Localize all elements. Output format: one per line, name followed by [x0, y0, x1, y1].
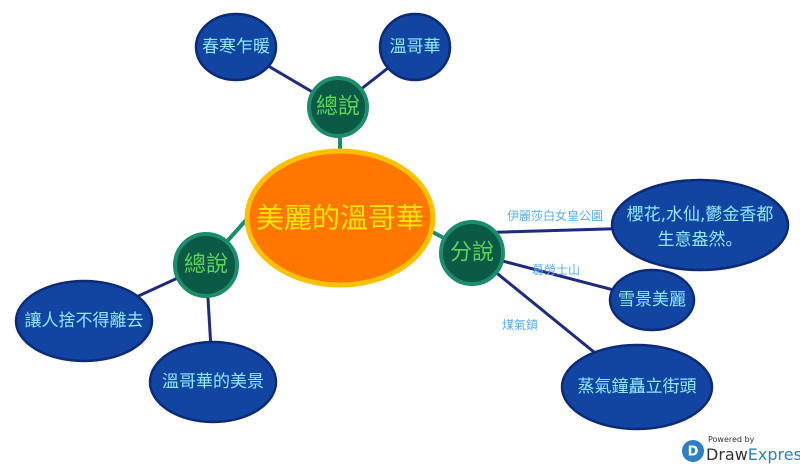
hub-node-top[interactable] [307, 76, 369, 138]
center-text: 美麗的溫哥華 [256, 202, 424, 235]
leaf-node[interactable] [14, 279, 154, 363]
leaf-text: 蒸氣鐘矗立街頭 [578, 377, 697, 397]
drawexpress-logo: D Powered by DrawExpress [682, 435, 800, 464]
leaf-text: 溫哥華的美景 [162, 372, 264, 392]
leaf-text: 生意盎然。 [658, 230, 743, 250]
hub-text: 總說 [316, 95, 360, 120]
leaf-node[interactable] [608, 268, 696, 332]
hub-text: 總說 [184, 253, 228, 278]
leaf-text: 春寒乍暖 [202, 37, 270, 57]
leaf-node[interactable] [610, 178, 790, 272]
leaf-text: 讓人捨不得離去 [25, 310, 144, 331]
leaf-text: 雪景美麗 [618, 290, 686, 310]
edge-label: 葛勞士山 [532, 263, 580, 277]
leaf-node[interactable] [148, 340, 278, 424]
brand-draw: Draw [706, 445, 748, 464]
edge-label: 伊麗莎白女皇公園 [507, 208, 603, 223]
svg-text:DrawExpress: DrawExpress [706, 445, 800, 464]
powered-by: Powered by [708, 435, 755, 444]
leaf-text: 櫻花,水仙,鬱金香都 [627, 204, 774, 225]
edge-label: 煤氣鎮 [502, 317, 538, 332]
svg-text:D: D [688, 445, 699, 460]
leaf-node[interactable] [560, 343, 714, 431]
leaf-text: 溫哥華 [390, 37, 441, 57]
brand-express: Express [748, 445, 800, 464]
leaf-node[interactable] [378, 12, 452, 82]
hub-node-right[interactable] [439, 220, 505, 286]
logo-icon [682, 440, 704, 462]
hub-text: 分說 [450, 241, 494, 266]
hub-node-left[interactable] [173, 232, 239, 298]
leaf-node[interactable] [194, 12, 278, 82]
center-node[interactable] [244, 148, 436, 288]
